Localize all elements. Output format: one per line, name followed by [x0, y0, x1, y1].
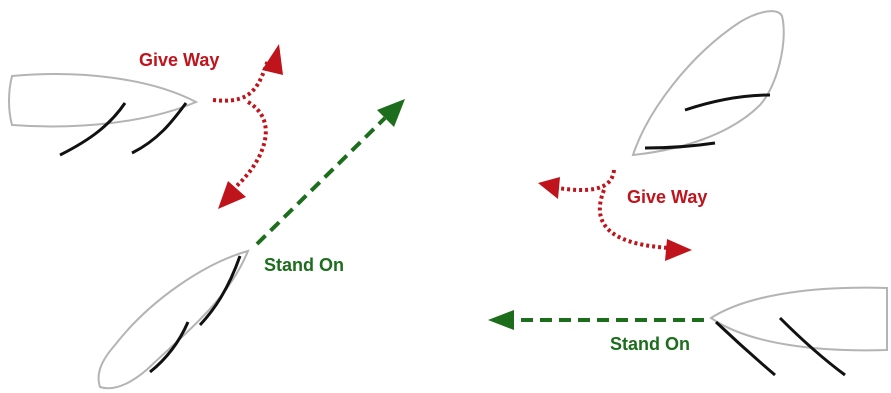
give-way-arrowhead-down — [218, 181, 246, 209]
give-way-arrows-left-scene — [212, 44, 283, 209]
boat-hull — [631, 10, 785, 157]
left-scene: Give Way Stand On — [8, 44, 405, 390]
give-way-boat-left-scene — [8, 73, 199, 157]
stand-on-boat-left-scene — [97, 249, 250, 390]
stand-on-path — [255, 116, 387, 246]
boat-sail — [714, 320, 776, 377]
boat-hull — [709, 286, 888, 352]
boat-sail — [59, 102, 127, 157]
boat-sail — [644, 141, 716, 150]
stand-on-arrow-left-scene — [255, 99, 405, 246]
stand-on-arrowhead — [377, 99, 405, 127]
give-way-path-left — [557, 169, 616, 192]
give-way-path-up — [212, 59, 270, 103]
give-way-label-right-scene: Give Way — [627, 187, 707, 207]
give-way-boat-right-scene — [631, 10, 785, 157]
boat-hull — [8, 73, 199, 128]
right-scene: Give Way Stand On — [488, 10, 888, 377]
stand-on-label-right-scene: Stand On — [610, 334, 690, 354]
stand-on-arrow-right-scene — [488, 310, 704, 330]
give-way-arrows-right-scene — [538, 169, 692, 261]
give-way-path-down — [230, 100, 268, 192]
stand-on-boat-right-scene — [709, 286, 888, 377]
boat-sail — [198, 255, 242, 327]
give-way-arrowhead-left — [538, 177, 560, 199]
stand-on-arrowhead — [488, 310, 514, 330]
boat-sail — [131, 102, 188, 155]
boat-hull — [97, 249, 250, 390]
boat-sail — [778, 316, 846, 377]
boat-sail — [149, 321, 190, 374]
stand-on-label-left-scene: Stand On — [264, 255, 344, 275]
give-way-label-left-scene: Give Way — [139, 50, 219, 70]
give-way-path-right — [597, 189, 671, 250]
give-way-arrowhead-right — [665, 239, 692, 261]
boat-sail — [684, 93, 771, 112]
give-way-arrowhead-up — [262, 44, 283, 75]
